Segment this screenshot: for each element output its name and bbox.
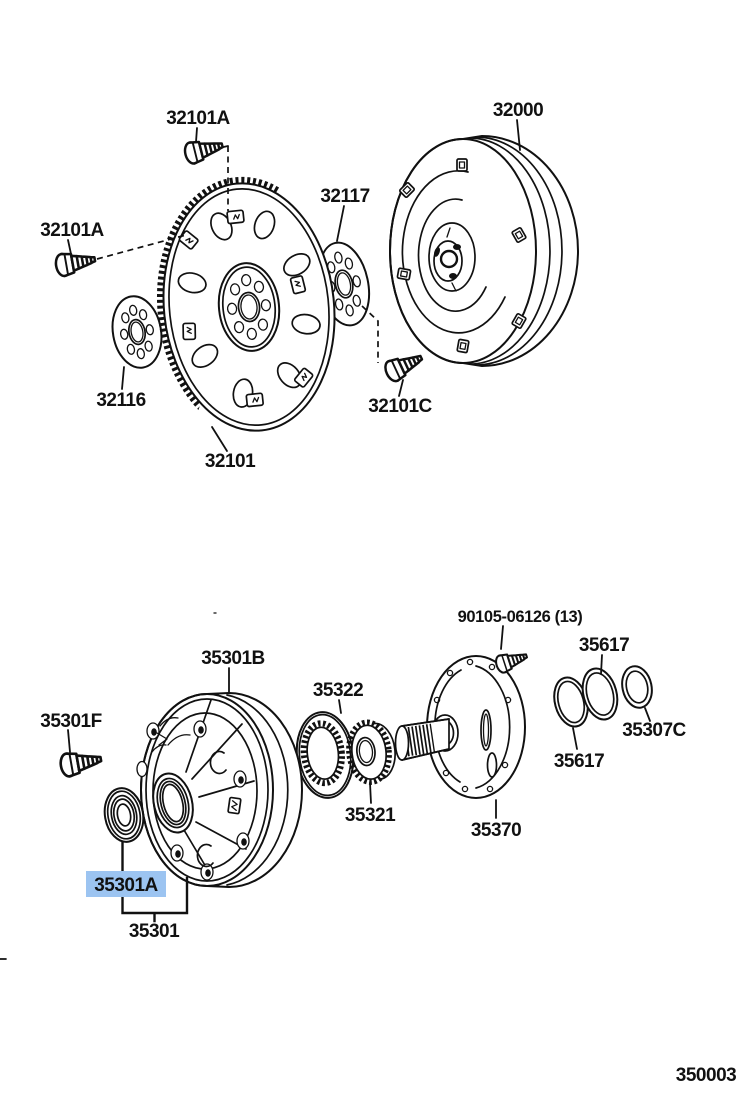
bolt-32101a-left <box>54 252 97 278</box>
oring-35617-rear <box>581 667 619 721</box>
pump-shaft-drawing <box>394 718 450 761</box>
part-label-35617-top[interactable]: 35617 <box>579 635 630 656</box>
part-label-32101a-top[interactable]: 32101A <box>166 108 231 129</box>
pump-hub-bore <box>152 772 194 834</box>
pump-bolt-bosses <box>136 720 250 881</box>
drive-plate-32101-drawing <box>156 176 336 438</box>
selected-part-highlight[interactable] <box>86 871 166 897</box>
part-label-32101a-left[interactable]: 32101A <box>40 220 105 241</box>
part-label-35301f[interactable]: 35301F <box>40 711 102 732</box>
ring-35307c-drawing <box>621 665 653 709</box>
spacer-32116-holes <box>119 304 155 360</box>
part-label-32116[interactable]: 32116 <box>96 390 146 411</box>
part-label-35321[interactable]: 35321 <box>345 805 397 826</box>
part-label-32101[interactable]: 32101 <box>205 451 257 472</box>
converter-lugs <box>396 158 527 354</box>
plate-hub <box>217 262 281 352</box>
part-label-32000[interactable]: 32000 <box>493 100 544 121</box>
bolt-32101c <box>384 354 424 383</box>
bolt-35301f <box>59 752 103 778</box>
part-label-35617-bottom[interactable]: 35617 <box>554 751 605 772</box>
pump-casting-detail <box>151 717 191 753</box>
stator-plate-35370-drawing <box>426 655 526 799</box>
part-label-35307c[interactable]: 35307C <box>622 720 687 741</box>
oil-seal-35301a-drawing <box>103 787 145 843</box>
part-label-32117[interactable]: 32117 <box>320 186 370 207</box>
converter-hub <box>433 227 463 292</box>
part-label-35322[interactable]: 35322 <box>313 680 364 701</box>
part-label-90105-06126[interactable]: 90105-06126 (13) <box>458 608 583 626</box>
pump-body-35301b-drawing <box>136 692 303 888</box>
part-label-32101c[interactable]: 32101C <box>368 396 433 417</box>
bolt-90105 <box>495 653 529 674</box>
spacer-32116-drawing <box>111 295 163 369</box>
part-label-35301a-selected[interactable]: 35301A <box>94 875 159 896</box>
part-label-35301[interactable]: 35301 <box>129 921 181 942</box>
part-callouts: 32101A 32000 32117 32101A 32116 32101C 3… <box>40 100 736 1086</box>
figure-code: 350003 <box>676 1065 736 1086</box>
plate-tabs <box>178 209 314 408</box>
bolt-32101a-top <box>183 140 224 165</box>
gear-35321-drawing <box>346 719 396 785</box>
part-label-35370[interactable]: 35370 <box>471 820 522 841</box>
lower-leader-lines <box>67 625 651 819</box>
torque-converter-32000-drawing <box>389 135 579 367</box>
upper-leader-lines <box>67 119 521 452</box>
part-label-35301b[interactable]: 35301B <box>201 648 265 669</box>
gear-35322-drawing <box>295 711 355 799</box>
